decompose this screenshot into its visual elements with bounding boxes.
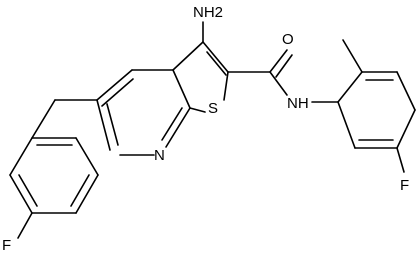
atom-label-nh2: NH2 [193,4,223,21]
atom-label-nh: NH [287,95,309,112]
bond [269,49,288,73]
bond [18,174,38,207]
bond [396,109,416,149]
bond [202,41,229,73]
atom-labels: NH2 O NH S N F F [2,4,409,254]
bond [31,99,56,139]
bond [275,54,293,78]
bond [165,107,191,148]
atom-label-nitrogen: N [154,147,165,164]
bond [337,71,363,103]
bond [96,69,133,101]
bond [342,39,363,73]
bond [172,69,191,109]
bond [96,99,111,151]
bond [101,78,134,107]
bond [396,147,405,173]
bond [9,174,33,214]
bond [161,107,183,141]
bond [75,174,99,214]
atom-label-sulfur: S [208,100,218,117]
bond [189,107,206,113]
bond [223,71,229,101]
bond [172,41,204,71]
bond [337,101,356,149]
bond [269,71,288,96]
bond [106,103,119,146]
atom-label-fluorine-left: F [2,237,11,254]
bonds [9,21,416,239]
bond [396,71,416,111]
atom-label-oxygen: O [282,31,294,48]
bond [75,137,99,176]
atom-label-fluorine-right: F [400,177,409,194]
bond [9,137,33,176]
bond [70,174,90,207]
bond [17,212,33,239]
bond [206,51,227,76]
